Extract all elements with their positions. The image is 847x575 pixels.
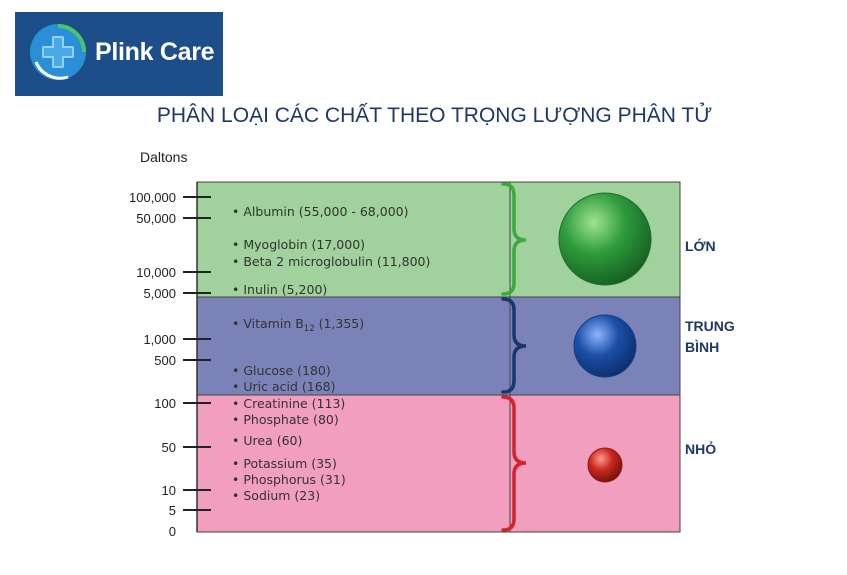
tick-label: 1,000	[143, 332, 176, 347]
list-item: • Beta 2 microglobulin (11,800)	[232, 254, 430, 269]
list-item: • Sodium (23)	[232, 488, 320, 503]
tick-label: 0	[169, 524, 176, 539]
tick-label: 500	[154, 353, 176, 368]
list-item: • Albumin (55,000 - 68,000)	[232, 204, 408, 219]
list-item: • Myoglobin (17,000)	[232, 237, 365, 252]
list-item: • Phosphate (80)	[232, 412, 339, 427]
tick-label: 50	[162, 440, 176, 455]
brand-name: Plink Care	[95, 38, 215, 66]
tick-label: 50,000	[136, 211, 176, 226]
small-items: • Creatinine (113) • Phosphate (80) • Ur…	[232, 396, 346, 503]
tick-label: 100,000	[129, 190, 176, 205]
list-item: • Phosphorus (31)	[232, 472, 346, 487]
brace-small	[501, 395, 527, 532]
tick-label: 5,000	[143, 286, 176, 301]
list-item: • Urea (60)	[232, 433, 302, 448]
sphere-large	[558, 192, 652, 286]
list-item: • Potassium (35)	[232, 456, 337, 471]
brace-large	[501, 182, 527, 296]
axis-ticks	[183, 196, 211, 511]
medical-cross-logo-icon	[30, 24, 86, 80]
large-items: • Albumin (55,000 - 68,000) • Myoglobin …	[232, 204, 430, 297]
list-item: • Glucose (180)	[232, 363, 331, 378]
page-title: PHÂN LOẠI CÁC CHẤT THEO TRỌNG LƯỢNG PHÂN…	[156, 104, 713, 127]
sphere-small	[587, 447, 623, 483]
sphere-medium	[573, 314, 637, 378]
medium-items: • Vitamin B12 (1,355) • Glucose (180) • …	[232, 316, 364, 394]
brace-medium	[501, 297, 527, 394]
category-label-large: LỚN	[685, 237, 716, 254]
category-label-medium-line2: BÌNH	[685, 339, 719, 355]
list-item: • Uric acid (168)	[232, 379, 336, 394]
tick-label: 10	[162, 483, 176, 498]
category-label-small: NHỎ	[685, 440, 716, 457]
list-item: • Creatinine (113)	[232, 396, 345, 411]
tick-label: 10,000	[136, 265, 176, 280]
list-item: • Vitamin B12 (1,355)	[232, 316, 364, 334]
brand-logo: Plink Care	[15, 12, 223, 96]
list-item: • Inulin (5,200)	[232, 282, 327, 297]
tick-label: 100	[154, 396, 176, 411]
axis-unit-label: Daltons	[140, 149, 188, 165]
tick-label: 5	[169, 503, 176, 518]
category-label-medium: TRUNG	[685, 318, 735, 334]
